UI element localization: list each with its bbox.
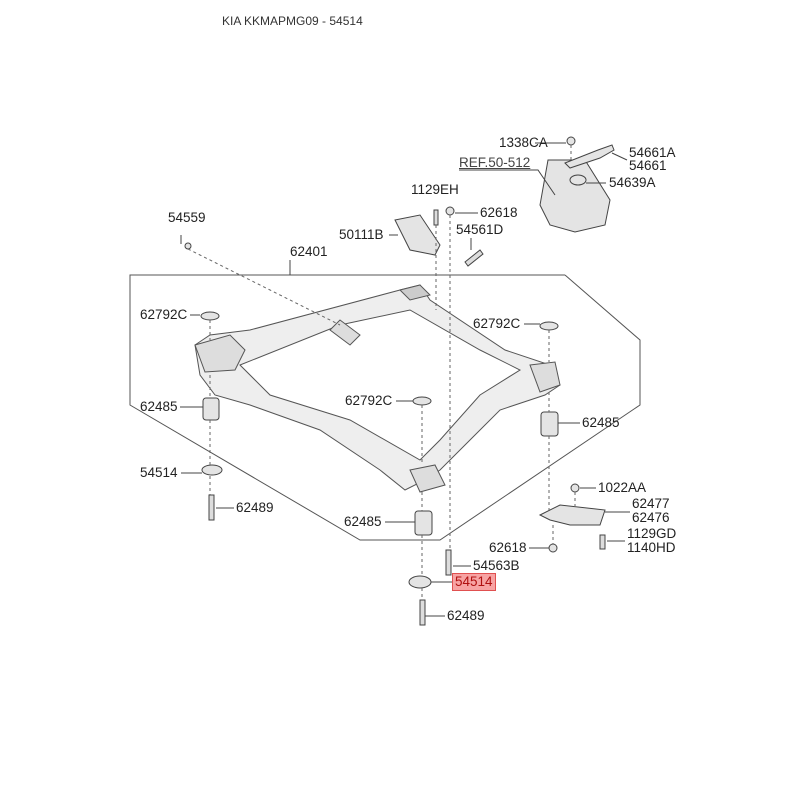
- part-label-54559[interactable]: 54559: [168, 210, 206, 225]
- bolts: [208, 209, 606, 626]
- part-label-62618[interactable]: 62618: [480, 205, 518, 220]
- part-label-50111B[interactable]: 50111B: [339, 227, 384, 242]
- part-label-1022AA[interactable]: 1022AA: [598, 480, 647, 495]
- part-label-1129EH[interactable]: 1129EH: [411, 182, 459, 197]
- part-label-54661A[interactable]: 54661A: [629, 145, 676, 160]
- part-label-54561D[interactable]: 54561D: [456, 222, 504, 237]
- reference-label[interactable]: REF.50-512: [459, 155, 531, 170]
- part-label-62618[interactable]: 62618: [489, 540, 527, 555]
- assembly-outline: [129, 274, 641, 541]
- highlighted-part-label-54514[interactable]: 54514: [452, 573, 496, 591]
- part-label-62485[interactable]: 62485: [344, 514, 382, 529]
- part-label-62477[interactable]: 62477: [632, 496, 670, 511]
- part-label-54639A[interactable]: 54639A: [609, 175, 656, 190]
- part-label-54563B[interactable]: 54563B: [473, 558, 520, 573]
- part-label-62489[interactable]: 62489: [236, 500, 274, 515]
- part-label-1140HD[interactable]: 1140HD: [627, 540, 676, 555]
- part-label-1338CA[interactable]: 1338CA: [499, 135, 548, 150]
- leader-lines: [180, 142, 630, 617]
- guide-lines: [187, 145, 576, 600]
- part-label-62792C[interactable]: 62792C: [473, 316, 521, 331]
- part-label-54661[interactable]: 54661: [629, 158, 667, 173]
- part-label-62485[interactable]: 62485: [582, 415, 620, 430]
- part-label-62792C[interactable]: 62792C: [345, 393, 393, 408]
- part-label-62485[interactable]: 62485: [140, 399, 178, 414]
- part-label-1129GD[interactable]: 1129GD: [627, 526, 677, 541]
- part-label-62476[interactable]: 62476: [632, 510, 670, 525]
- part-label-54514[interactable]: 54514: [140, 465, 178, 480]
- part-label-62792C[interactable]: 62792C: [140, 307, 188, 322]
- page-title: KIA KKMAPMG09 - 54514: [222, 14, 363, 28]
- part-label-62489[interactable]: 62489: [447, 608, 485, 623]
- part-label-62401[interactable]: 62401: [290, 244, 328, 259]
